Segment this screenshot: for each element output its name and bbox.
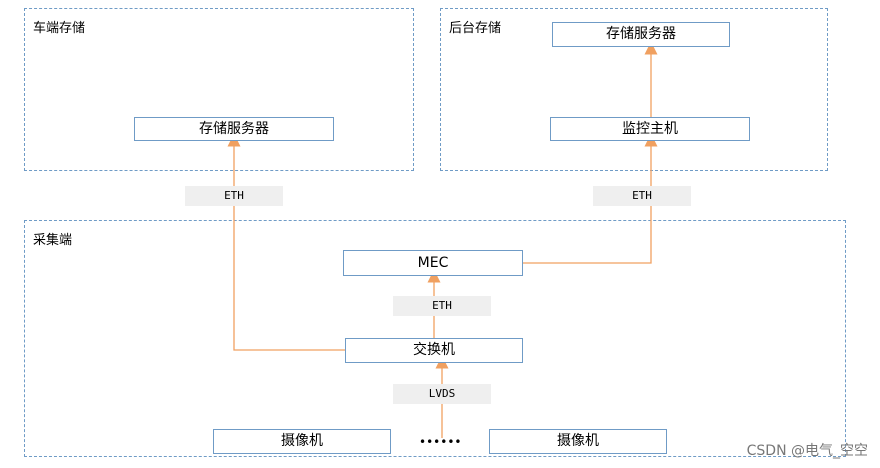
edge-mec-monitor — [523, 133, 658, 264]
node-monitor-host: 监控主机 — [550, 117, 750, 141]
group-backend-storage: 后台存储 — [440, 8, 828, 171]
ellipsis: •••••• — [419, 435, 462, 449]
watermark: CSDN @电气_空空 — [746, 443, 868, 459]
node-switch: 交换机 — [345, 338, 523, 363]
group-collection: 采集端 — [24, 220, 846, 457]
node-vehicle-storage-server: 存储服务器 — [134, 117, 334, 141]
group-backend-storage-label: 后台存储 — [449, 21, 502, 36]
group-collection-label: 采集端 — [33, 233, 73, 248]
link-label-eth-right: ETH — [593, 186, 691, 206]
group-vehicle-storage: 车端存储 — [24, 8, 414, 171]
node-camera-left: 摄像机 — [213, 429, 391, 454]
link-label-lvds: LVDS — [393, 384, 491, 404]
node-backend-storage-server: 存储服务器 — [552, 22, 730, 47]
edge-switch-vehicle-storage — [227, 133, 345, 351]
node-camera-right: 摄像机 — [489, 429, 667, 454]
link-label-eth-left: ETH — [185, 186, 283, 206]
link-label-eth-mid: ETH — [393, 296, 491, 316]
group-vehicle-storage-label: 车端存储 — [33, 21, 86, 36]
node-mec: MEC — [343, 250, 523, 276]
